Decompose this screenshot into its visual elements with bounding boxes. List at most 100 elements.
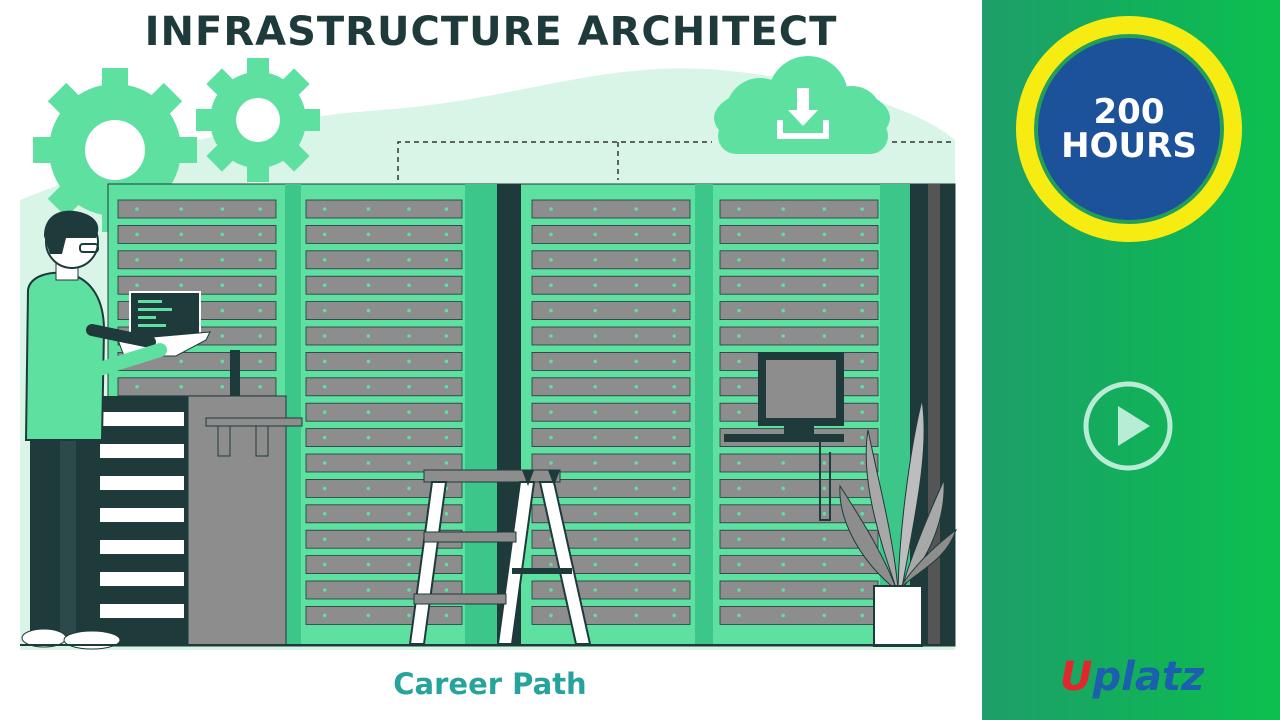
server-led bbox=[179, 258, 183, 262]
server-led bbox=[366, 334, 371, 338]
server-led bbox=[407, 385, 411, 389]
server-led bbox=[407, 232, 411, 237]
server-led bbox=[822, 308, 827, 313]
server-led bbox=[634, 232, 639, 237]
server-unit bbox=[117, 199, 277, 219]
server-led bbox=[322, 385, 327, 389]
server-led bbox=[593, 359, 597, 364]
server-led bbox=[737, 588, 741, 592]
server-led bbox=[593, 537, 597, 541]
server-led bbox=[444, 232, 449, 237]
server-led bbox=[322, 461, 327, 465]
server-led bbox=[737, 207, 741, 211]
server-led bbox=[258, 385, 263, 389]
server-led bbox=[822, 232, 827, 237]
server-unit bbox=[117, 224, 277, 244]
server-led bbox=[366, 588, 371, 592]
server-unit bbox=[305, 301, 463, 321]
server-led bbox=[549, 613, 553, 618]
server-led bbox=[407, 613, 411, 618]
server-led bbox=[737, 537, 741, 541]
server-led bbox=[634, 359, 639, 364]
desk-cabinet bbox=[86, 350, 303, 647]
server-led bbox=[444, 512, 449, 516]
server-led bbox=[672, 334, 676, 338]
gear-icon bbox=[196, 58, 320, 182]
server-unit bbox=[531, 504, 691, 524]
server-led bbox=[593, 613, 597, 618]
server-led bbox=[407, 410, 411, 415]
server-unit bbox=[531, 301, 691, 321]
banner-illustration-area: INFRASTRUCTURE ARCHITECT Career Path bbox=[20, 9, 957, 701]
logo-word: platz bbox=[1092, 654, 1205, 700]
server-led bbox=[322, 283, 327, 288]
server-led bbox=[322, 308, 327, 313]
server-led bbox=[220, 308, 225, 313]
server-unit bbox=[531, 580, 691, 600]
server-unit bbox=[719, 301, 879, 321]
server-led bbox=[672, 283, 676, 288]
server-led bbox=[860, 512, 864, 516]
server-led bbox=[407, 334, 411, 338]
play-button[interactable] bbox=[1082, 380, 1174, 472]
server-unit bbox=[305, 478, 463, 498]
server-led bbox=[672, 410, 676, 415]
server-led bbox=[737, 486, 741, 491]
server-led bbox=[220, 334, 225, 338]
server-led bbox=[860, 613, 864, 618]
server-led bbox=[407, 461, 411, 465]
server-led bbox=[634, 512, 639, 516]
server-led bbox=[737, 258, 741, 262]
server-led bbox=[366, 232, 371, 237]
server-led bbox=[549, 258, 553, 262]
server-led bbox=[366, 435, 371, 440]
hours-number: 200 bbox=[1093, 92, 1165, 132]
server-led bbox=[593, 410, 597, 415]
server-unit bbox=[719, 580, 879, 600]
server-led bbox=[593, 588, 597, 592]
hours-badge: 200 HOURS bbox=[1016, 16, 1242, 242]
server-led bbox=[135, 207, 139, 211]
server-unit bbox=[305, 351, 463, 371]
server-led bbox=[179, 232, 183, 237]
server-led bbox=[860, 232, 864, 237]
server-led bbox=[407, 537, 411, 541]
server-led bbox=[549, 308, 553, 313]
server-led bbox=[672, 385, 676, 389]
server-led bbox=[593, 562, 597, 567]
server-led bbox=[407, 359, 411, 364]
server-led bbox=[860, 334, 864, 338]
server-led bbox=[860, 435, 864, 440]
server-unit bbox=[531, 529, 691, 549]
server-led bbox=[220, 283, 225, 288]
server-led bbox=[672, 613, 676, 618]
server-led bbox=[822, 461, 827, 465]
server-led bbox=[549, 385, 553, 389]
server-led bbox=[179, 283, 183, 288]
server-unit bbox=[719, 555, 879, 574]
server-led bbox=[737, 512, 741, 516]
server-led bbox=[366, 410, 371, 415]
server-led bbox=[549, 359, 553, 364]
server-led bbox=[258, 334, 263, 338]
server-led bbox=[444, 461, 449, 465]
server-led bbox=[593, 486, 597, 491]
server-led bbox=[258, 232, 263, 237]
server-led bbox=[322, 613, 327, 618]
server-led bbox=[322, 512, 327, 516]
server-led bbox=[407, 283, 411, 288]
server-led bbox=[407, 207, 411, 211]
server-unit bbox=[719, 478, 879, 498]
server-led bbox=[322, 537, 327, 541]
server-led bbox=[634, 537, 639, 541]
server-led bbox=[593, 232, 597, 237]
server-led bbox=[634, 385, 639, 389]
server-led bbox=[258, 258, 263, 262]
server-led bbox=[672, 207, 676, 211]
server-led bbox=[366, 283, 371, 288]
server-unit bbox=[531, 428, 691, 448]
server-led bbox=[634, 435, 639, 440]
server-led bbox=[322, 207, 327, 211]
server-led bbox=[179, 207, 183, 211]
server-led bbox=[634, 588, 639, 592]
